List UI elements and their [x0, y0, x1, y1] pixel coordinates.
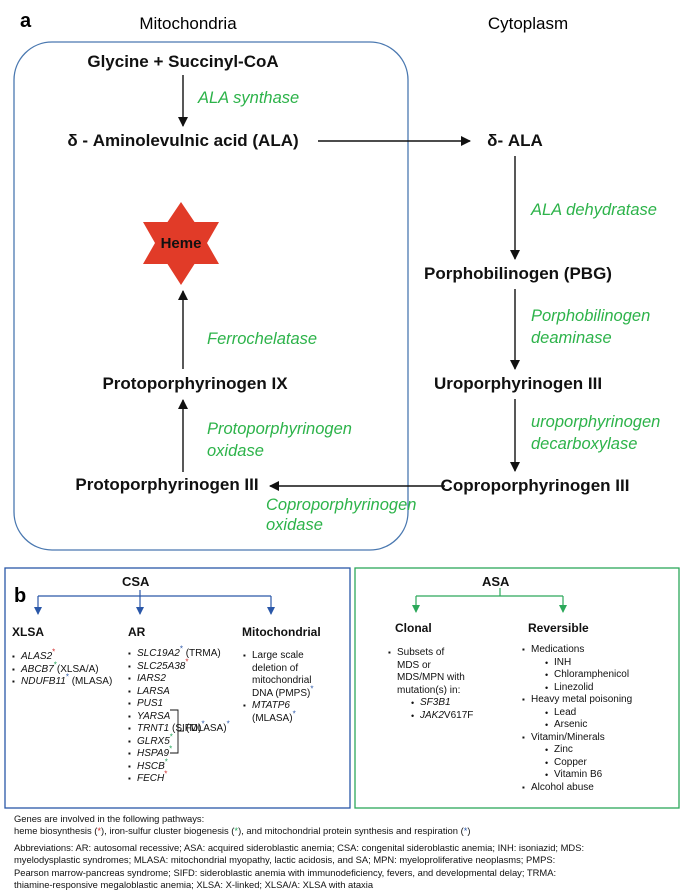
node-coproporphyrinogen: Coproporphyrinogen III: [441, 476, 630, 495]
reversible-list: Medications INH Chloramphenicol Linezoli…: [522, 644, 632, 794]
list-item: ABCB7*(XLSA/A): [12, 661, 112, 677]
node-protoporphyrinogen-ix: Protoporphyrinogen IX: [102, 374, 288, 393]
list-item: YARSA: [128, 711, 221, 724]
asa-title: ASA: [482, 574, 510, 589]
list-item: SLC25A38*: [128, 658, 221, 674]
enzyme-copro-oxidase-line1: Coproporphyrinogen: [266, 496, 416, 514]
csa-title: CSA: [122, 574, 150, 589]
enzyme-copro-oxidase-line2: oxidase: [266, 516, 323, 534]
list-item: SLC19A2* (TRMA): [128, 645, 221, 661]
enzyme-uro-decarboxylase-line2: decarboxylase: [531, 435, 637, 453]
heme-star-icon: [143, 202, 219, 285]
list-item: IARS2: [128, 673, 221, 686]
heme-label: Heme: [161, 235, 202, 252]
list-item: Vitamin/Minerals Zinc Copper Vitamin B6: [522, 732, 632, 782]
list-item: Alcohol abuse: [522, 782, 632, 795]
cytoplasm-title: Cytoplasm: [488, 14, 568, 33]
mitochondria-title: Mitochondria: [139, 14, 237, 33]
ar-title: AR: [128, 625, 146, 639]
list-item: Lead: [545, 707, 632, 720]
list-item: Arsenic: [545, 719, 632, 732]
panel-a-label: a: [20, 10, 32, 32]
abbr-line: Pearson marrow-pancreas syndrome; SIFD: …: [14, 866, 557, 878]
xlsa-title: XLSA: [12, 625, 45, 639]
legend-line-1: Genes are involved in the following path…: [14, 813, 205, 824]
list-item: ALAS2*: [12, 648, 112, 664]
list-item: Zinc: [545, 744, 632, 757]
list-item: GLRX5*: [128, 733, 221, 749]
list-item: MTATP6 (MLASA)*: [243, 700, 313, 725]
list-item: LARSA: [128, 686, 221, 699]
enzyme-proto-oxidase-line2: oxidase: [207, 442, 264, 460]
list-item: JAK2V617F: [411, 710, 473, 723]
list-item: Subsets of MDS or MDS/MPN with mutation(…: [388, 647, 473, 722]
abbr-line: Abbreviations: AR: autosomal recessive; …: [14, 842, 585, 853]
enzyme-pbg-deaminase-line2: deaminase: [531, 329, 612, 347]
list-item: Chloramphenicol: [545, 669, 632, 682]
legend-line-2: heme biosynthesis (*), iron-sulfur clust…: [14, 825, 471, 837]
list-item: TRNT1 (SIFD)*: [128, 720, 221, 736]
list-item: INH: [545, 657, 632, 670]
node-porphobilinogen: Porphobilinogen (PBG): [424, 264, 612, 283]
node-ala-cytoplasm: δ- ALA: [487, 131, 543, 150]
list-item: Heavy metal poisoning Lead Arsenic: [522, 694, 632, 732]
node-ala-mitochondria: δ - Aminolevulnic acid (ALA): [67, 131, 298, 150]
csa-box: [4, 567, 351, 809]
asa-box: [354, 567, 680, 809]
enzyme-pbg-deaminase-line1: Porphobilinogen: [531, 307, 650, 325]
node-protoporphyrinogen-iii: Protoporphyrinogen III: [75, 475, 258, 494]
list-item: Linezolid: [545, 682, 632, 695]
enzyme-uro-decarboxylase-line1: uroporphyrinogen: [531, 413, 660, 431]
list-item: FECH*: [128, 770, 221, 786]
abbr-line: myelodysplastic syndromes; MLASA: mitoch…: [14, 854, 556, 866]
enzyme-ala-dehydratase: ALA dehydratase: [530, 201, 657, 219]
panel-b-label: b: [14, 585, 26, 607]
clonal-list: Subsets of MDS or MDS/MPN with mutation(…: [388, 647, 473, 722]
xlsa-list: ALAS2* ABCB7*(XLSA/A) NDUFB11* (MLASA): [12, 648, 112, 689]
abbreviations: Abbreviations: AR: autosomal recessive; …: [14, 842, 584, 891]
enzyme-ala-synthase: ALA synthase: [197, 89, 299, 107]
enzyme-proto-oxidase-line1: Protoporphyrinogen: [207, 420, 352, 438]
mito-list: Large scale deletion of mitochondrial DN…: [243, 650, 313, 725]
list-item: Medications INH Chloramphenicol Linezoli…: [522, 644, 632, 694]
list-item: SF3B1: [411, 697, 473, 710]
reversible-title: Reversible: [528, 621, 589, 635]
node-uroporphyrinogen: Uroporphyrinogen III: [434, 374, 602, 393]
list-item: PUS1: [128, 698, 221, 711]
enzyme-ferrochelatase: Ferrochelatase: [207, 330, 317, 348]
list-item: Copper: [545, 757, 632, 770]
list-item: Large scale deletion of mitochondrial DN…: [243, 650, 313, 700]
mito-title: Mitochondrial: [242, 625, 321, 639]
pathway-legend: Genes are involved in the following path…: [14, 813, 471, 838]
mitochondria-compartment: [13, 41, 409, 551]
list-item: HSCB*: [128, 758, 221, 774]
list-item: HSPA9*: [128, 745, 221, 761]
list-item: NDUFB11* (MLASA): [12, 673, 112, 689]
list-item: Vitamin B6: [545, 769, 632, 782]
ar-list: SLC19A2* (TRMA) SLC25A38* IARS2 LARSA PU…: [128, 645, 221, 786]
ar-mlasa-note: (MLASA)*: [186, 719, 230, 734]
clonal-title: Clonal: [395, 621, 432, 635]
node-glycine-succinyl-coa: Glycine + Succinyl-CoA: [87, 52, 278, 71]
abbr-line: thiamine-responsive megaloblastic anemia…: [14, 878, 374, 890]
